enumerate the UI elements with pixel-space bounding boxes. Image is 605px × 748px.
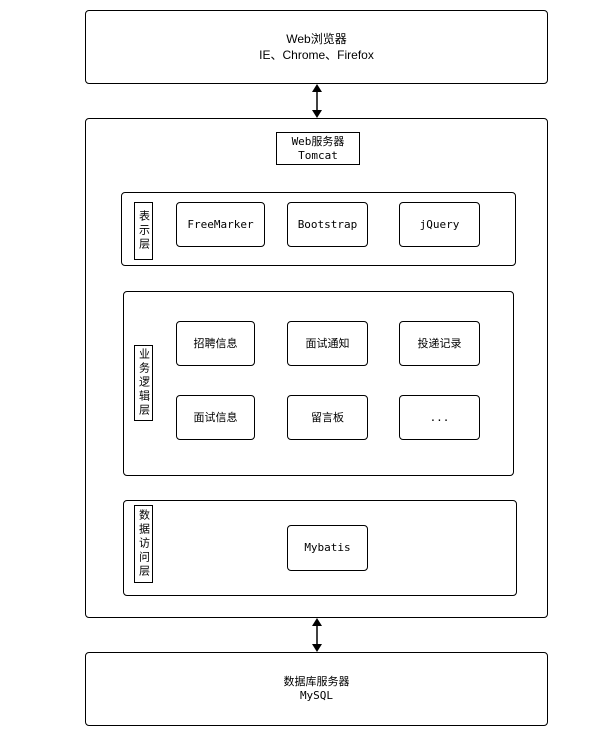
mybatis-box: Mybatis <box>287 525 368 571</box>
recruitment-info-label: 招聘信息 <box>193 336 238 350</box>
database-server-subtitle: MySQL <box>299 689 334 702</box>
application-record-box: 投递记录 <box>399 321 480 366</box>
jquery-box: jQuery <box>399 202 480 247</box>
interview-info-label: 面试信息 <box>193 410 238 424</box>
message-board-label: 留言板 <box>311 410 344 424</box>
message-board-box: 留言板 <box>287 395 368 440</box>
database-server-title: 数据库服务器 <box>283 675 350 688</box>
web-browser-title: Web浏览器 <box>286 32 347 46</box>
more-box: ... <box>399 395 480 440</box>
web-server-title: Web服务器 <box>291 134 345 148</box>
bootstrap-box: Bootstrap <box>287 202 368 247</box>
business-layer-label: 业务逻辑层 <box>134 345 153 421</box>
interview-notice-label: 面试通知 <box>305 336 350 350</box>
interview-info-box: 面试信息 <box>176 395 255 440</box>
web-browser-subtitle: IE、Chrome、Firefox <box>259 48 374 62</box>
application-record-label: 投递记录 <box>417 336 462 350</box>
web-browser-box: Web浏览器 IE、Chrome、Firefox <box>85 10 548 84</box>
business-layer-box <box>123 291 514 476</box>
freemarker-box: FreeMarker <box>176 202 265 247</box>
database-server-box: 数据库服务器 MySQL <box>85 652 548 726</box>
presentation-layer-label: 表示层 <box>134 202 153 260</box>
browser-server-arrow <box>312 84 322 118</box>
server-database-arrow <box>312 618 322 652</box>
freemarker-label: FreeMarker <box>187 217 254 231</box>
bootstrap-label: Bootstrap <box>297 217 358 231</box>
data-access-layer-label: 数据访问层 <box>134 505 153 583</box>
web-server-title-box: Web服务器 Tomcat <box>276 132 360 165</box>
jquery-label: jQuery <box>419 217 460 231</box>
mybatis-label: Mybatis <box>304 541 351 554</box>
recruitment-info-box: 招聘信息 <box>176 321 255 366</box>
interview-notice-box: 面试通知 <box>287 321 368 366</box>
more-label: ... <box>429 410 450 424</box>
web-server-subtitle: Tomcat <box>298 148 338 162</box>
